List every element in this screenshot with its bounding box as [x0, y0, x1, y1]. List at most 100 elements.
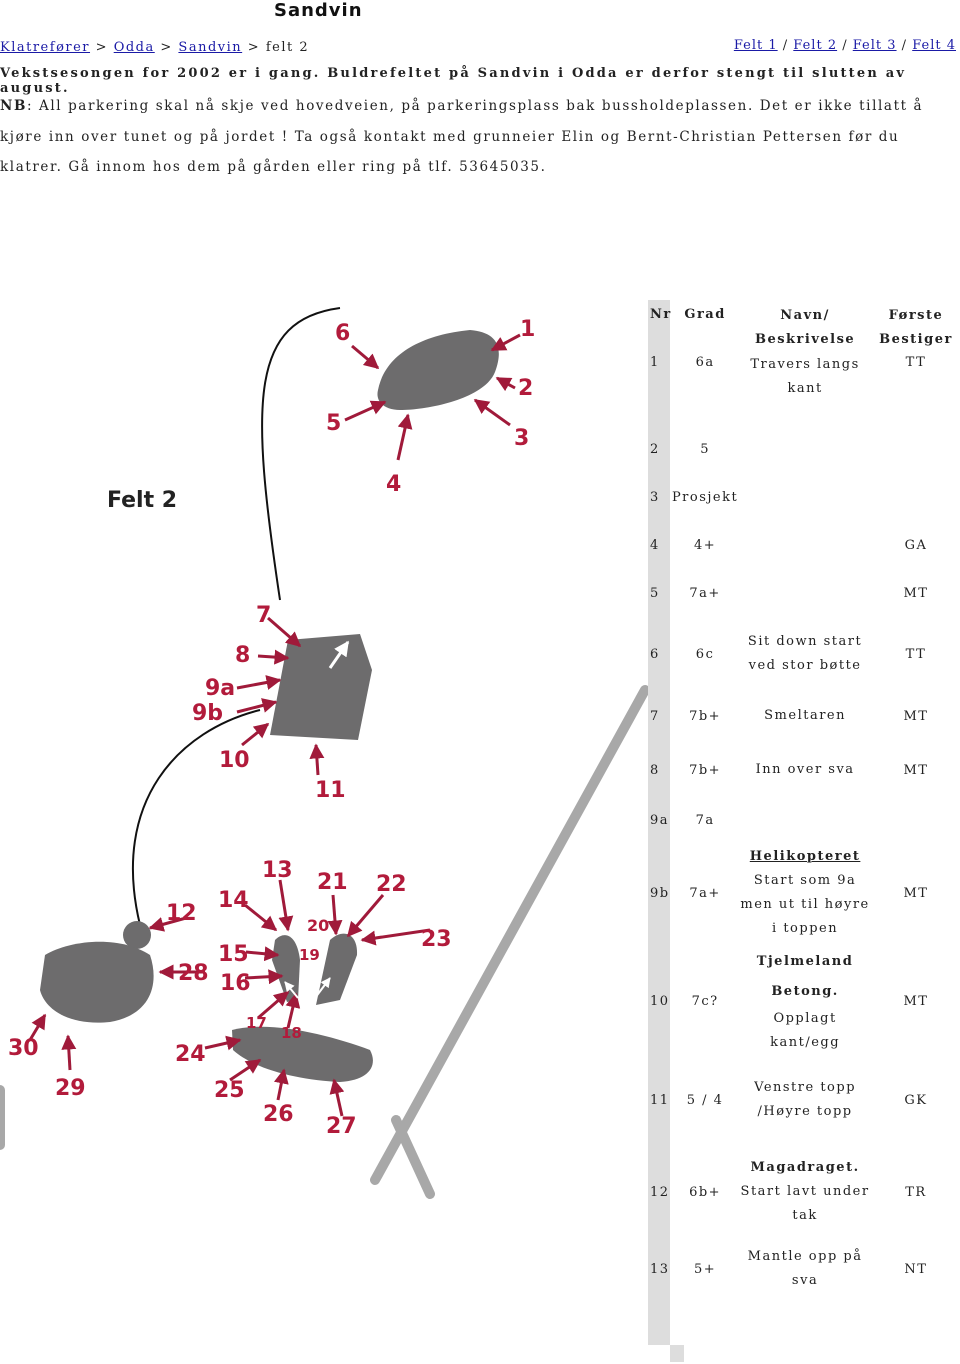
route-first-ascent: MT: [903, 885, 929, 901]
route-nr: 3: [650, 489, 660, 505]
boulder-left: [40, 941, 154, 1023]
table-row: 1 6a Travers langs kant TT: [648, 353, 960, 425]
route-number-4: 4: [386, 472, 401, 497]
route-nr: 11: [650, 1092, 670, 1108]
route-nr: 10: [650, 993, 670, 1009]
route-nr: 1: [650, 355, 660, 370]
table-shading: [648, 300, 670, 1345]
table-row: 11 5 / 4 Venstre topp /Høyre topp GK: [648, 1057, 960, 1143]
table-row: 13 5+ Mantle opp på sva NT: [648, 1241, 960, 1297]
route-nr: 8: [650, 762, 660, 778]
route-grade: 7a+: [689, 885, 721, 901]
route-number-19: 19: [299, 946, 320, 964]
route-grade: 7c?: [691, 993, 719, 1009]
table-row: 10 7c? Tjelmeland Betong. Opplagt kant/eg…: [648, 945, 960, 1057]
route-nr: 9a: [650, 812, 670, 828]
route-number-14: 14: [218, 888, 249, 913]
route-name: Tjelmeland Betong.: [756, 954, 854, 999]
breadcrumb-sandvin[interactable]: Sandvin: [178, 40, 243, 55]
nb-label: NB: [0, 98, 27, 114]
header-nr: Nr: [650, 307, 672, 322]
route-grade: 5+: [694, 1261, 717, 1277]
route-arrows: [28, 333, 521, 1117]
breadcrumb-separator: >: [154, 40, 179, 55]
route-description: Travers langs kant: [750, 357, 860, 396]
trail-path: [261, 307, 341, 601]
route-description: Start lavt under tak: [740, 1184, 870, 1223]
breadcrumb-odda[interactable]: Odda: [113, 40, 155, 55]
table-row: 3 Prosjekt: [648, 473, 960, 521]
route-description: Start som 9a men ut til høyre i toppen: [740, 873, 870, 936]
boulder-map: Felt 2 1 2 3 4 5 6 7 8 9a 9b 10 11 12 13…: [0, 307, 650, 1199]
trail-path: [131, 709, 261, 926]
table-header-row: Nr Grad Navn/ Beskrivelse Første Bestige…: [648, 303, 960, 353]
felt-4-link[interactable]: Felt 4: [912, 38, 956, 53]
route-number-15: 15: [218, 942, 249, 967]
route-grade: 5 / 4: [686, 1092, 724, 1108]
route-first-ascent: MT: [903, 993, 929, 1009]
route-name: Magadraget.: [750, 1160, 860, 1175]
route-grade: 6b+: [689, 1184, 722, 1200]
route-description: Sit down start ved stor bøtte: [747, 634, 863, 673]
route-number-12: 12: [166, 901, 197, 926]
table-row: 6 6c Sit down start ved stor bøtte TT: [648, 617, 960, 691]
arrow-white: [328, 640, 350, 669]
route-nr: 7: [650, 708, 660, 724]
route-description: Opplagt kant/egg: [770, 1011, 841, 1050]
route-number-30: 30: [8, 1036, 39, 1061]
route-number-8: 8: [235, 643, 250, 668]
felt-2-link[interactable]: Felt 2: [793, 38, 838, 53]
season-notice: Vekstsesongen for 2002 er i gang. Buldre…: [0, 66, 907, 96]
route-first-ascent: MT: [903, 585, 929, 601]
route-first-ascent: TT: [905, 355, 927, 370]
nb-text: : All parkering skal nå skje ved hovedve…: [0, 98, 924, 175]
route-number-25: 25: [214, 1078, 245, 1103]
table-row: 7 7b+ Smeltaren MT: [648, 691, 960, 741]
route-number-28: 28: [178, 961, 209, 986]
route-name: Smeltaren: [764, 708, 846, 723]
felt-separator: /: [837, 38, 853, 53]
route-name: Helikopteret: [749, 849, 861, 864]
felt-separator: /: [777, 38, 794, 53]
page-title: Sandvin: [274, 0, 363, 21]
route-grade: 4+: [694, 537, 717, 553]
breadcrumb-current: felt 2: [265, 40, 310, 55]
route-nr: 9b: [650, 885, 670, 901]
felt-navigation: Felt 1 / Felt 2 / Felt 3 / Felt 4: [734, 38, 956, 53]
table-shading: [670, 1345, 684, 1362]
route-number-3: 3: [514, 426, 529, 451]
route-number-24: 24: [175, 1042, 206, 1067]
table-row: 5 7a+ MT: [648, 569, 960, 617]
felt-1-link[interactable]: Felt 1: [733, 38, 778, 53]
route-first-ascent: NT: [904, 1261, 928, 1277]
route-nr: 13: [650, 1261, 670, 1277]
table-row: 12 6b+ Magadraget.Start lavt under tak T…: [648, 1143, 960, 1241]
route-number-6: 6: [335, 321, 350, 346]
route-grade: 7b+: [689, 762, 722, 778]
route-nr: 5: [650, 585, 660, 601]
route-grade: 6a: [695, 355, 715, 370]
route-grade: 7a+: [689, 585, 721, 601]
route-description: Venstre topp /Høyre topp: [754, 1080, 857, 1119]
boulder-small: [123, 921, 151, 949]
felt-separator: /: [896, 38, 913, 53]
boulder-bottom: [232, 1026, 373, 1082]
route-number-21: 21: [317, 870, 348, 895]
breadcrumb: Klatrefører > Odda > Sandvin > felt 2: [0, 40, 309, 55]
arrow-white: [284, 981, 299, 999]
route-number-23: 23: [421, 927, 452, 952]
route-first-ascent: TT: [905, 646, 927, 662]
route-nr: 4: [650, 537, 660, 553]
route-grade: 6c: [695, 646, 715, 662]
route-number-17: 17: [246, 1014, 267, 1032]
route-number-26: 26: [263, 1102, 294, 1127]
route-numbers: Felt 2 1 2 3 4 5 6 7 8 9a 9b 10 11 12 13…: [8, 317, 535, 1139]
breadcrumb-home[interactable]: Klatrefører: [0, 40, 91, 55]
felt-3-link[interactable]: Felt 3: [852, 38, 897, 53]
route-number-27: 27: [326, 1114, 357, 1139]
header-grad: Grad: [684, 307, 726, 322]
header-name: Navn/ Beskrivelse: [754, 308, 856, 347]
route-number-10: 10: [219, 748, 250, 773]
route-grade: 5: [700, 441, 710, 457]
route-number-9a: 9a: [205, 676, 235, 701]
